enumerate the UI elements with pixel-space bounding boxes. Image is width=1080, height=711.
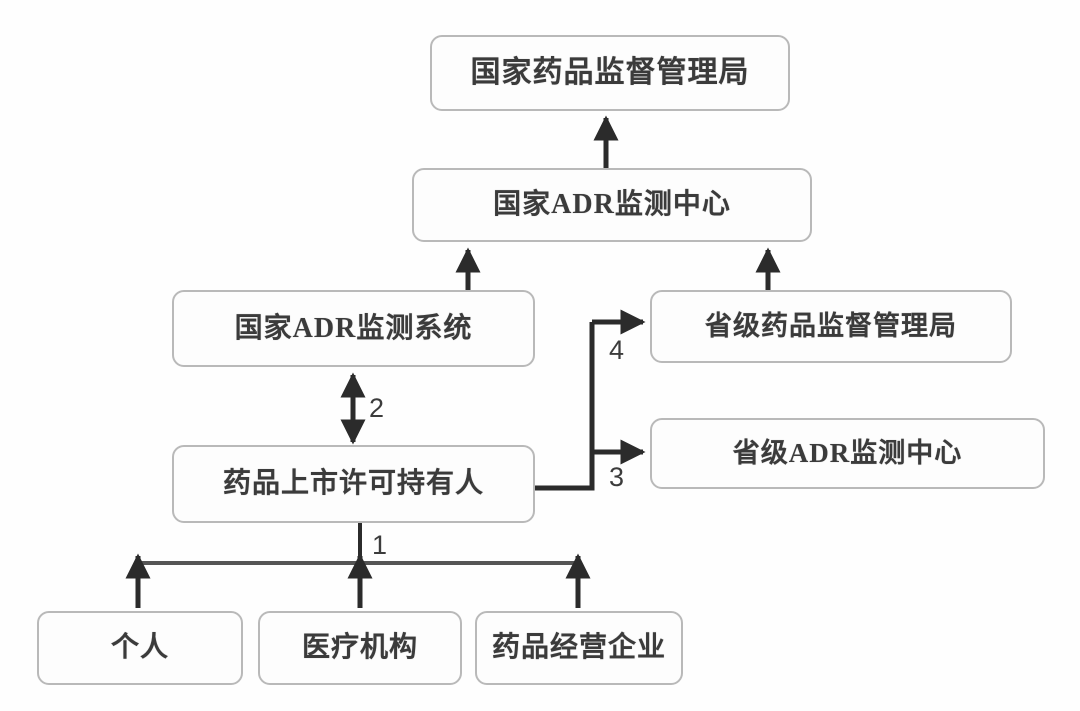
edge-label-4: 4 (609, 335, 625, 365)
node-label: 省级ADR监测中心 (732, 438, 963, 468)
node-label: 个人 (110, 632, 169, 663)
node-label: 省级药品监督管理局 (705, 311, 957, 341)
node-label: 国家ADR监测系统 (234, 312, 473, 344)
edge-label-2: 2 (369, 393, 385, 423)
node-medical-institution[interactable]: 医疗机构 (258, 611, 462, 685)
node-label: 药品经营企业 (491, 632, 666, 663)
node-provincial-adr-center[interactable]: 省级ADR监测中心 (650, 418, 1045, 489)
node-national-adr-system[interactable]: 国家ADR监测系统 (172, 290, 535, 367)
node-individual[interactable]: 个人 (37, 611, 243, 685)
node-label: 药品上市许可持有人 (222, 468, 484, 499)
node-drug-distributor[interactable]: 药品经营企业 (475, 611, 683, 685)
edge-reporters-to-mah (125, 523, 591, 608)
node-label: 国家ADR监测中心 (493, 189, 731, 220)
node-label: 国家药品监督管理局 (470, 56, 750, 89)
node-national-adr-center[interactable]: 国家ADR监测中心 (412, 168, 812, 242)
node-label: 医疗机构 (301, 632, 418, 663)
edge-label-1: 1 (372, 530, 388, 560)
node-provincial-mpa[interactable]: 省级药品监督管理局 (650, 290, 1012, 363)
edge-label-3: 3 (609, 462, 625, 492)
edge-mah-to-provincial (535, 309, 646, 491)
node-marketing-authorization-holder[interactable]: 药品上市许可持有人 (172, 445, 535, 523)
node-national-mpa[interactable]: 国家药品监督管理局 (430, 35, 790, 111)
